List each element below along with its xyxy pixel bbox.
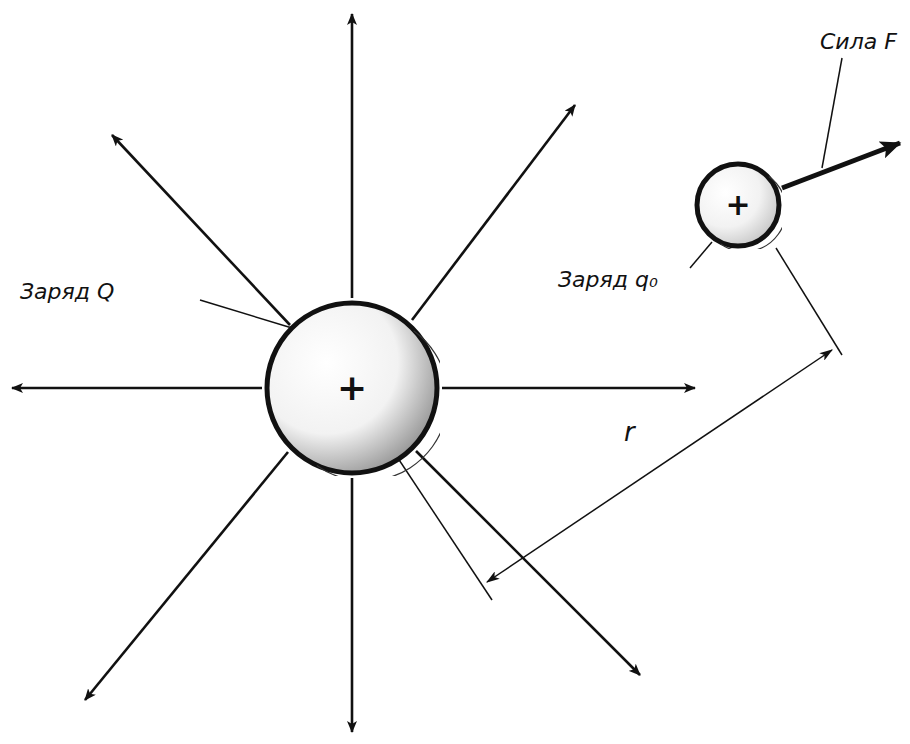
part-label: Заряд Q bbox=[18, 280, 116, 304]
extension-line bbox=[776, 248, 842, 355]
leader-line bbox=[200, 300, 292, 328]
field-line bbox=[351, 478, 354, 732]
field-line bbox=[12, 387, 262, 390]
force-arrow bbox=[782, 143, 900, 188]
test-charge-sphere: + bbox=[694, 161, 782, 249]
leader-line bbox=[690, 242, 712, 268]
charge-sign: + bbox=[694, 190, 782, 220]
leader-lines bbox=[200, 58, 842, 328]
dimension-r bbox=[366, 248, 842, 600]
charge-q-sphere: + bbox=[264, 300, 440, 476]
field-line bbox=[112, 135, 290, 325]
field-line bbox=[412, 105, 575, 320]
sphere-shading bbox=[317, 331, 440, 476]
part-label: Заряд q₀ bbox=[556, 268, 660, 292]
field-line bbox=[416, 451, 640, 675]
charge-sign: + bbox=[264, 370, 440, 406]
dimension-line bbox=[487, 350, 832, 582]
field-line bbox=[442, 387, 695, 390]
leader-line bbox=[822, 58, 842, 168]
distance-label: r bbox=[622, 418, 637, 447]
field-line bbox=[351, 14, 354, 298]
part-label: Сила F bbox=[818, 30, 899, 54]
field-lines bbox=[12, 14, 695, 732]
field-line bbox=[85, 452, 288, 700]
